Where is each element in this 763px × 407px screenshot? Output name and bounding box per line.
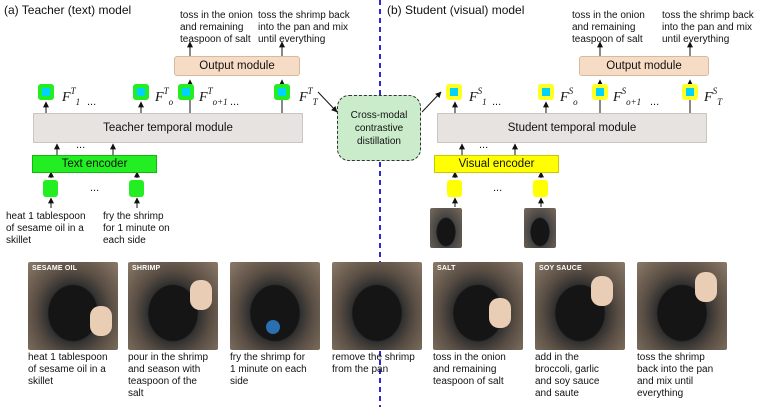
teacher-feature-chip <box>274 84 290 100</box>
text-token-chip <box>129 180 144 197</box>
student-feature-label-T: FST <box>704 86 723 107</box>
teacher-feature-chip <box>178 84 194 100</box>
ellipsis: ... <box>479 139 489 151</box>
video-frame <box>332 262 422 350</box>
feature-core <box>137 88 145 96</box>
video-frame: SOY SAUCE <box>535 262 625 350</box>
teacher-output-caption-2: toss the shrimp back into the pan and mi… <box>258 10 350 45</box>
student-feature-chip <box>446 84 462 100</box>
teacher-input-caption-2: fry the shrimp for 1 minute on each side <box>103 211 170 246</box>
frame-tag: SALT <box>437 265 456 272</box>
ellipsis: ... <box>650 96 660 108</box>
student-feature-label-o1: FSo+1 <box>613 86 642 107</box>
cross-modal-distillation: Cross-modal contrastive distillation <box>337 95 421 161</box>
ellipsis: ... <box>493 182 503 194</box>
student-input-thumbnail <box>524 208 556 248</box>
hand-shape <box>695 272 717 302</box>
step-caption: fry the shrimp for 1 minute on each side <box>230 352 307 387</box>
feature-core <box>450 88 458 96</box>
video-frame: SESAME OIL <box>28 262 118 350</box>
teacher-feature-chip <box>38 84 54 100</box>
visual-token-chip <box>533 180 548 197</box>
student-output-module: Output module <box>579 56 709 76</box>
teacher-output-caption-1: toss in the onion and remaining teaspoon… <box>180 10 253 45</box>
arrow <box>421 91 442 113</box>
step-caption: toss the shrimp back into the pan and mi… <box>637 352 714 399</box>
teacher-feature-label-T: FTT <box>299 86 318 107</box>
student-feature-chip <box>538 84 554 100</box>
hand-shape <box>90 306 112 336</box>
student-output-caption-2: toss the shrimp back into the pan and mi… <box>662 10 754 45</box>
hand-shape <box>489 298 511 328</box>
video-frame <box>637 262 727 350</box>
step-caption: heat 1 tablespoon of sesame oil in a ski… <box>28 352 108 387</box>
text-encoder: Text encoder <box>32 155 157 173</box>
video-frame <box>230 262 320 350</box>
student-panel-title: (b) Student (visual) model <box>387 3 525 17</box>
feature-core <box>42 88 50 96</box>
ellipsis: ... <box>230 96 240 108</box>
teacher-temporal-module: Teacher temporal module <box>33 113 303 143</box>
teacher-feature-chip <box>133 84 149 100</box>
ellipsis: ... <box>90 182 100 194</box>
arrow <box>317 91 338 113</box>
text-token-chip <box>43 180 58 197</box>
visual-token-chip <box>447 180 462 197</box>
video-frame: SHRIMP <box>128 262 218 350</box>
teacher-feature-label-1: FT1 <box>62 86 81 107</box>
teacher-panel-title: (a) Teacher (text) model <box>4 3 132 17</box>
feature-core <box>686 88 694 96</box>
feature-core <box>542 88 550 96</box>
frame-tag: SESAME OIL <box>32 265 78 272</box>
student-temporal-module: Student temporal module <box>437 113 707 143</box>
student-input-thumbnail <box>430 208 462 248</box>
ellipsis: ... <box>492 96 502 108</box>
teacher-output-module: Output module <box>174 56 300 76</box>
hand-shape <box>190 280 212 310</box>
frame-tag: SHRIMP <box>132 265 161 272</box>
frame-tag: SOY SAUCE <box>539 265 582 272</box>
student-feature-chip <box>682 84 698 100</box>
ellipsis: ... <box>87 96 97 108</box>
student-feature-chip <box>592 84 608 100</box>
student-feature-label-1: FS1 <box>469 86 487 107</box>
teacher-feature-label-o: FTo <box>155 86 174 107</box>
step-caption: pour in the shrimp and season with teasp… <box>128 352 209 399</box>
distillation-label: Cross-modal contrastive distillation <box>350 109 408 147</box>
ellipsis: ... <box>76 139 86 151</box>
step-caption: remove the shrimp from the pan <box>332 352 415 375</box>
feature-core <box>596 88 604 96</box>
student-feature-label-o: FSo <box>560 86 578 107</box>
feature-core <box>182 88 190 96</box>
teacher-feature-label-o1: FTo+1 <box>199 86 228 107</box>
step-caption: toss in the onion and remaining teaspoon… <box>433 352 506 387</box>
visual-encoder: Visual encoder <box>434 155 559 173</box>
student-output-caption-1: toss in the onion and remaining teaspoon… <box>572 10 645 45</box>
hand-shape <box>591 276 613 306</box>
video-frame: SALT <box>433 262 523 350</box>
teacher-input-caption-1: heat 1 tablespoon of sesame oil in a ski… <box>6 211 86 246</box>
tongs-shape <box>266 320 280 334</box>
feature-core <box>278 88 286 96</box>
step-caption: add in the broccoli, garlic and soy sauc… <box>535 352 600 399</box>
